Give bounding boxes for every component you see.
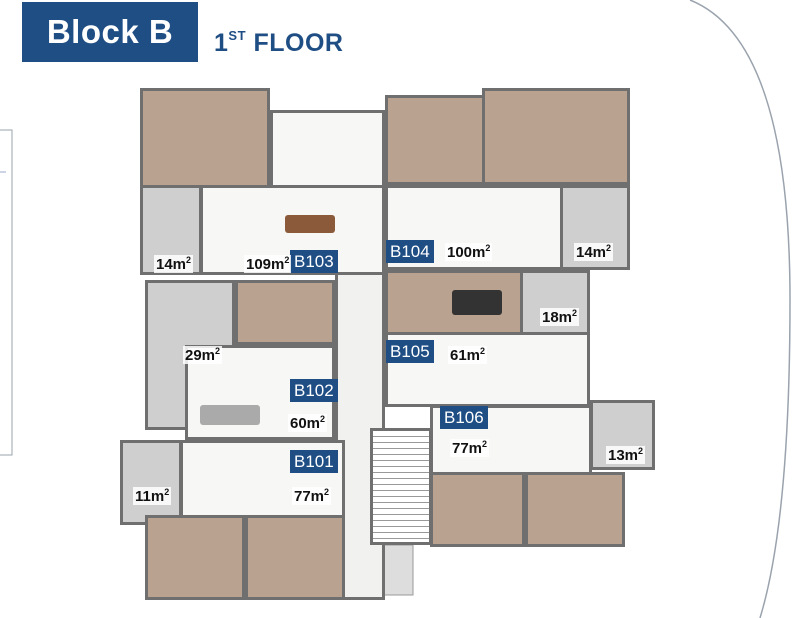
- floor-title: 1ST FLOOR: [214, 28, 344, 57]
- area-b102: 60m2: [288, 414, 328, 432]
- balcony-area-b103: 14m2: [154, 255, 194, 273]
- b101-bedroom-2: [245, 515, 345, 600]
- block-title: Block B: [22, 2, 198, 62]
- b104-bedroom-2: [482, 88, 630, 185]
- balcony-area-b101: 11m2: [133, 487, 172, 505]
- sofa: [200, 405, 260, 425]
- area-b105: 61m2: [448, 346, 488, 364]
- unit-label-b105[interactable]: B105: [386, 340, 434, 363]
- area-b106: 77m2: [450, 439, 490, 457]
- b102-bedroom: [235, 280, 335, 345]
- b104-bedroom-1: [385, 95, 485, 185]
- bed: [452, 290, 502, 315]
- unit-label-b106[interactable]: B106: [440, 406, 488, 429]
- balcony-area-b105: 18m2: [540, 308, 580, 326]
- balcony-area-b106: 13m2: [606, 446, 646, 464]
- area-b104: 100m2: [445, 243, 493, 261]
- b101-balcony: [120, 440, 182, 525]
- b106-bedroom-2: [525, 472, 625, 547]
- area-b101: 77m2: [292, 487, 332, 505]
- unit-label-b101[interactable]: B101: [290, 450, 338, 473]
- b103-bedroom: [140, 88, 270, 188]
- unit-label-b103[interactable]: B103: [290, 250, 338, 273]
- area-b103: 109m2: [244, 255, 292, 273]
- dining-table: [285, 215, 335, 233]
- stairwell: [370, 428, 432, 545]
- b106-bedroom-1: [430, 472, 525, 547]
- b103-balcony: [140, 185, 202, 275]
- balcony-area-b102: 29m2: [183, 346, 223, 364]
- b103-bath: [270, 110, 385, 188]
- unit-label-b104[interactable]: B104: [386, 240, 434, 263]
- unit-label-b102[interactable]: B102: [290, 379, 338, 402]
- b104-balcony: [560, 185, 630, 270]
- b101-bedroom-1: [145, 515, 245, 600]
- balcony-area-b104: 14m2: [574, 243, 614, 261]
